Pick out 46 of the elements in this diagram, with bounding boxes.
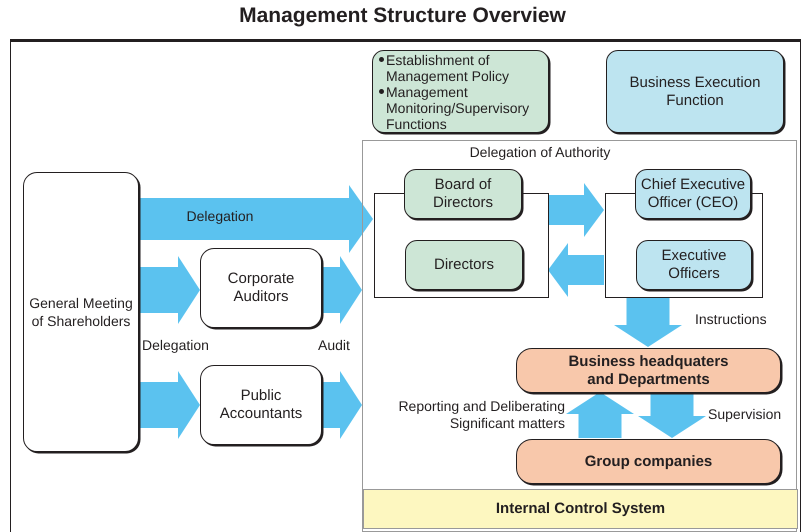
unit-box [516,439,781,484]
role-box [23,172,139,452]
section-panel [362,140,797,532]
block-arrow [139,256,200,324]
text-label: Delegation [142,337,210,354]
title: Management Structure Overview [238,4,567,28]
text-label: Delegation of Authority [468,144,612,161]
role-box [405,240,523,290]
policy-box [372,50,549,133]
node-label: Public Accountants [218,387,304,423]
node-label: Internal Control System [494,500,666,518]
block-arrow [614,297,682,347]
group-frame [374,193,549,298]
block-arrow [139,185,373,253]
block-arrow [638,392,706,438]
block-arrow [322,371,362,439]
list-item-text: Management Monitoring/Supervisory Functions [386,84,530,132]
block-arrow [566,392,634,438]
role-box [635,169,751,219]
block-arrow [322,256,362,324]
role-box [636,240,752,290]
role-box [200,248,322,328]
node-label: Corporate Auditors [226,270,296,306]
node-label: Directors [432,256,495,274]
node-label: General Meeting of Shareholders [28,294,134,330]
role-box [200,365,322,445]
edge-label: Reporting and Deliberating Significant matters [397,398,565,432]
band [363,489,798,529]
block-arrow [139,371,200,439]
edge-label: Delegation [186,208,254,225]
node-label: Chief Executive Officer (CEO) [640,176,746,212]
role-box [404,169,522,219]
edge-label: Instructions [695,311,768,328]
block-arrow [548,183,604,237]
group-frame [605,193,763,298]
block-arrow [548,243,604,297]
node-label: Board of Directors [432,176,494,212]
node-label: Group companies [584,452,712,470]
node-label: Business headquaters and Departments [567,352,730,388]
node-label: Business Execution Function [628,74,762,110]
text-label: Audit [318,337,351,354]
node-label: Executive Officers [660,247,728,283]
function-box [606,50,784,133]
list-item-text: Establishment of Management Policy [386,52,510,84]
edge-label: Supervision [708,406,782,423]
unit-box [516,348,781,393]
